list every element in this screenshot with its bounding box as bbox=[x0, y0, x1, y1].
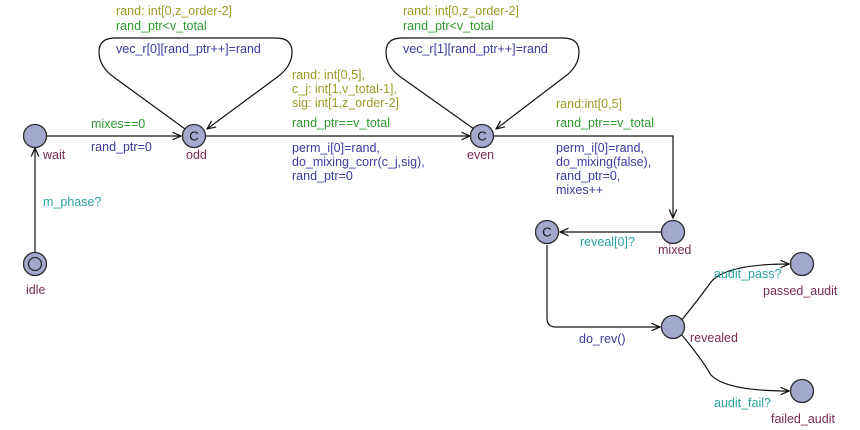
label-update-odd-even-2: do_mixing_corr(c_j,sig), bbox=[292, 155, 425, 169]
label-select-odd-even-1: rand: int[0,5], bbox=[292, 68, 365, 82]
committed-marker-even: C bbox=[477, 129, 486, 144]
location-revealed[interactable] bbox=[660, 314, 686, 340]
location-committed-reveal[interactable]: C bbox=[534, 219, 560, 245]
location-even[interactable]: C bbox=[469, 123, 495, 149]
label-select-even-mixed: rand:int[0,5] bbox=[556, 97, 622, 111]
location-wait[interactable] bbox=[22, 123, 48, 149]
label-update-even-mixed-1: perm_i[0]=rand, bbox=[556, 141, 644, 155]
label-guard-wait-odd: mixes==0 bbox=[91, 117, 145, 131]
label-sync-revealed-passed: audit_pass? bbox=[714, 267, 781, 281]
location-name-revealed: revealed bbox=[690, 331, 738, 345]
label-update-odd-even-1: perm_i[0]=rand, bbox=[292, 141, 380, 155]
label-update-odd-even-3: rand_ptr=0 bbox=[292, 169, 353, 183]
label-sync-idle-wait: m_phase? bbox=[43, 195, 101, 209]
label-update-wait-odd: rand_ptr=0 bbox=[91, 140, 152, 154]
location-name-even: even bbox=[467, 148, 494, 162]
location-name-odd: odd bbox=[186, 148, 207, 162]
edge-even-mixed[interactable] bbox=[494, 135, 673, 218]
location-odd[interactable]: C bbox=[181, 123, 207, 149]
label-guard-even-loop: rand_ptr<v_total bbox=[403, 19, 494, 33]
label-sync-revealed-failed: audit_fail? bbox=[714, 396, 771, 410]
label-update-even-mixed-3: rand_ptr=0, bbox=[556, 169, 620, 183]
label-update-odd-loop: vec_r[0][rand_ptr++]=rand bbox=[116, 42, 261, 56]
edge-even-self-loop[interactable] bbox=[385, 37, 580, 129]
label-guard-odd-even: rand_ptr==v_total bbox=[292, 116, 390, 130]
label-select-odd-even-3: sig: int[1,z_order-2] bbox=[292, 96, 399, 110]
edge-c-revealed[interactable] bbox=[546, 245, 660, 327]
location-name-mixed: mixed bbox=[658, 243, 691, 257]
label-update-even-mixed-4: mixes++ bbox=[556, 183, 603, 197]
label-guard-even-mixed: rand_ptr==v_total bbox=[556, 116, 654, 130]
location-passed-audit[interactable] bbox=[789, 251, 815, 277]
location-name-failed-audit: failed_audit bbox=[771, 412, 835, 426]
edge-revealed-passed[interactable] bbox=[680, 264, 789, 322]
edge-odd-self-loop[interactable] bbox=[98, 37, 293, 129]
label-select-even-loop: rand: int[0,z_order-2] bbox=[403, 4, 519, 18]
location-idle[interactable] bbox=[22, 251, 48, 277]
initial-marker bbox=[27, 256, 43, 272]
committed-marker-odd: C bbox=[189, 129, 198, 144]
label-select-odd-even-2: c_j: int[1,v_total-1], bbox=[292, 82, 397, 96]
location-failed-audit[interactable] bbox=[789, 378, 815, 404]
location-mixed[interactable] bbox=[660, 219, 686, 245]
label-guard-odd-loop: rand_ptr<v_total bbox=[116, 19, 207, 33]
label-select-odd-loop: rand: int[0,z_order-2] bbox=[116, 4, 232, 18]
location-name-idle: idle bbox=[26, 283, 46, 297]
committed-marker-reveal: C bbox=[542, 225, 551, 240]
location-name-wait: wait bbox=[42, 148, 66, 162]
label-update-even-loop: vec_r[1][rand_ptr++]=rand bbox=[403, 42, 548, 56]
edge-revealed-failed[interactable] bbox=[680, 333, 789, 391]
label-sync-mixed-c: reveal[0]? bbox=[580, 235, 635, 249]
label-update-even-mixed-2: do_mixing(false), bbox=[556, 155, 651, 169]
location-name-passed-audit: passed_audit bbox=[763, 284, 838, 298]
label-update-c-revealed: do_rev() bbox=[579, 332, 626, 346]
